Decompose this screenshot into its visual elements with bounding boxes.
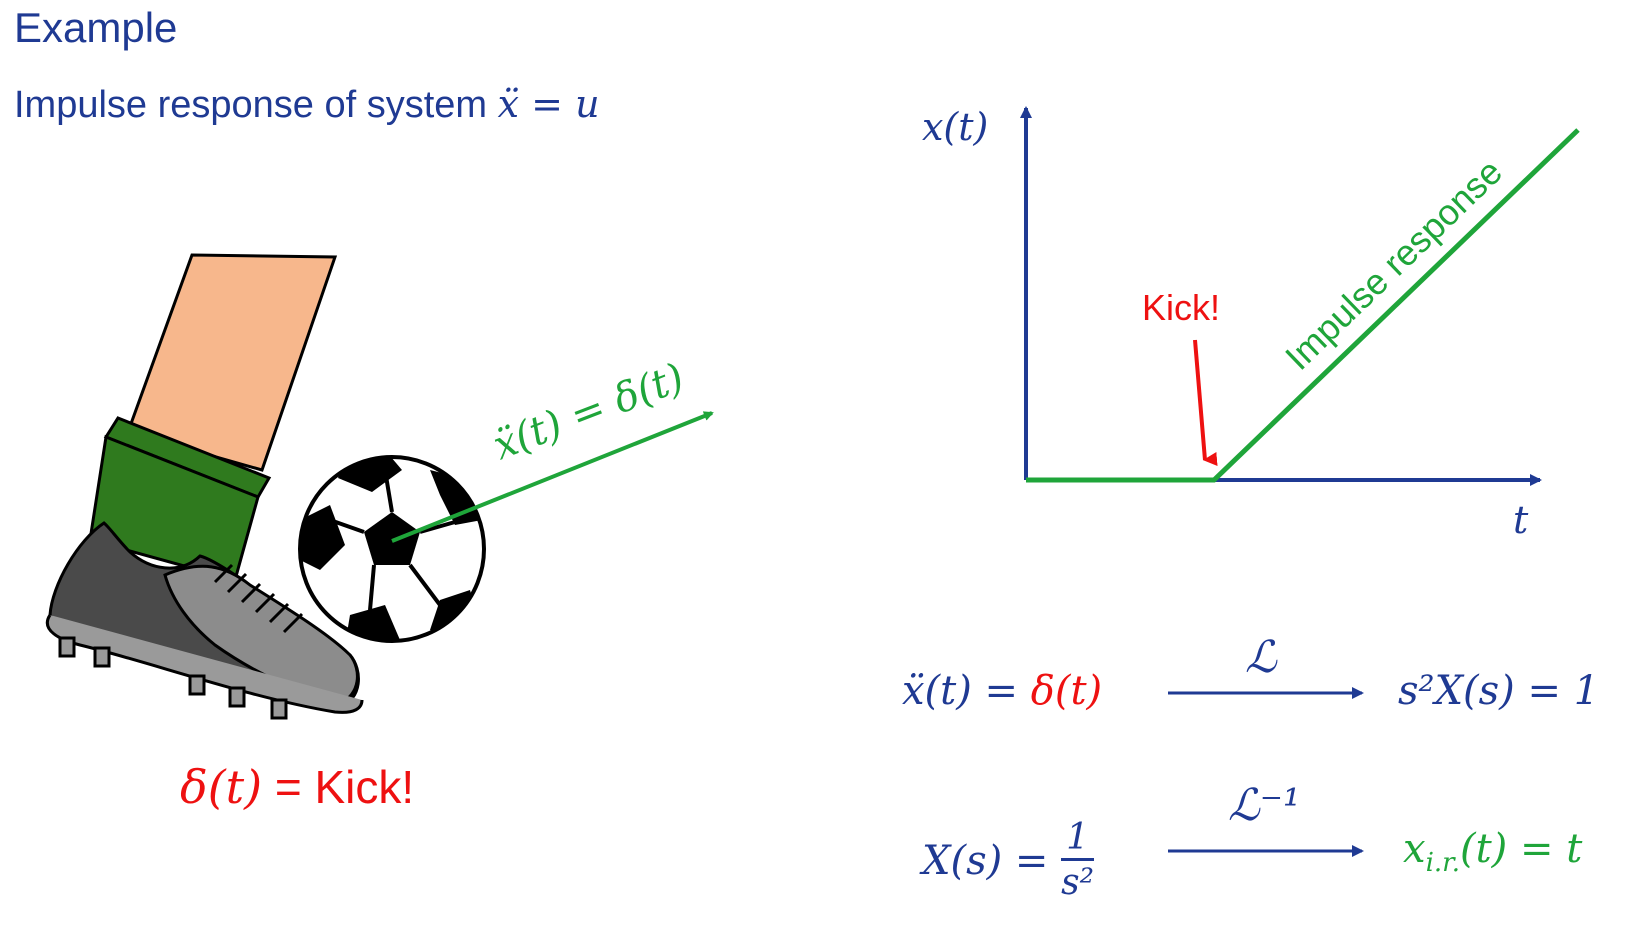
eq1-lhs-delta: δ(t) [1030,668,1103,714]
eq1-lhs-xddot: ẍ(t) = [902,668,1031,714]
inverse-laplace-operator: ℒ⁻¹ [1228,780,1301,831]
impulse-response-curve [1026,128,1580,483]
laplace-operator: ℒ [1245,632,1277,683]
eq2-rhs-subscript: i.r. [1425,848,1460,878]
shoe-illustration [46,521,364,720]
eq2-rhs-tail: (t) = t [1459,826,1583,872]
impulse-response-label: Impulse response [1277,151,1510,378]
slide-title: Example [14,4,178,51]
kick-caption: δ(t) = Kick! [180,760,414,814]
fraction-denominator: s² [1061,861,1095,903]
motion-label: ẍ(t) = δ(t) [487,355,690,470]
eq1-lhs: ẍ(t) = δ(t) [902,668,1102,714]
eq2-rhs-x: x [1403,826,1426,872]
eq2-lhs-text: X(s) = [922,837,1062,884]
y-axis-label: x(t) [922,105,988,149]
caption-kick: = Kick! [262,761,415,813]
leg-illustration [88,253,338,582]
soccer-ball [298,455,486,643]
fraction-numerator: 1 [1061,818,1095,861]
caption-delta: δ(t) [180,760,263,814]
system-equation: ẍ = u [497,82,600,126]
kick-label: Kick! [1142,287,1220,328]
response-plot: x(t) t Impulse response Kick! [922,105,1580,542]
subtitle-text: Impulse response of system [14,84,498,126]
x-axis-label: t [1513,498,1529,542]
eq2-rhs: xi.r.(t) = t [1403,826,1582,878]
kick-arrow [1193,339,1218,466]
slide-subtitle: Impulse response of system ẍ = u [14,82,600,127]
eq1-rhs: s²X(s) = 1 [1398,668,1600,714]
motion-arrow [391,411,714,543]
